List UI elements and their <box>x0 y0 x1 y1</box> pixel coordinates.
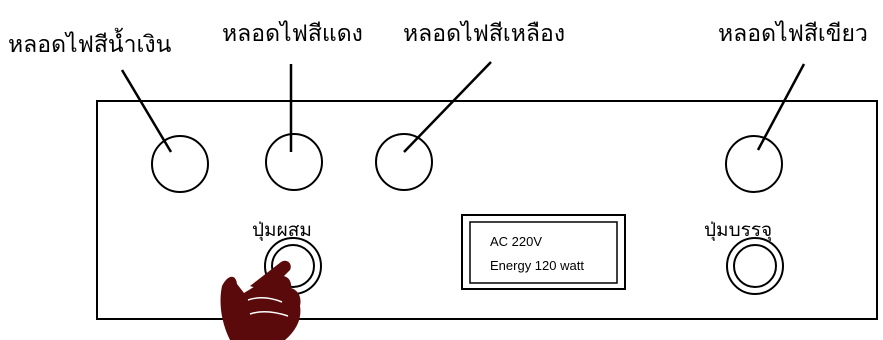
lamp-red <box>265 133 323 191</box>
lamp-blue <box>151 135 209 193</box>
leader-line-blue <box>120 69 173 153</box>
fill-button[interactable] <box>726 237 784 295</box>
lamp-green <box>725 135 783 193</box>
fill-button-label: ปุ่มบรรจุ <box>704 219 772 242</box>
leader-line-yellow <box>403 61 492 153</box>
lamp-label-yellow: หลอดไฟสีเหลือง <box>403 20 565 47</box>
pointing-hand-icon <box>220 260 301 340</box>
lamp-label-green: หลอดไฟสีเขียว <box>718 20 868 47</box>
mix-button-label: ปุ่มผสม <box>252 219 312 242</box>
lcd-display: AC 220V Energy 120 watt Unit 20 kWh <box>461 214 626 290</box>
lamp-label-red: หลอดไฟสีแดง <box>222 20 363 47</box>
leader-line-green <box>756 63 806 151</box>
lamp-label-blue: หลอดไฟสีน้ำเงิน <box>8 28 172 58</box>
lamp-yellow <box>375 133 433 191</box>
panel-box <box>96 100 878 320</box>
lcd-line-energy: Energy 120 watt <box>490 258 584 273</box>
lcd-line-voltage: AC 220V <box>490 234 542 249</box>
